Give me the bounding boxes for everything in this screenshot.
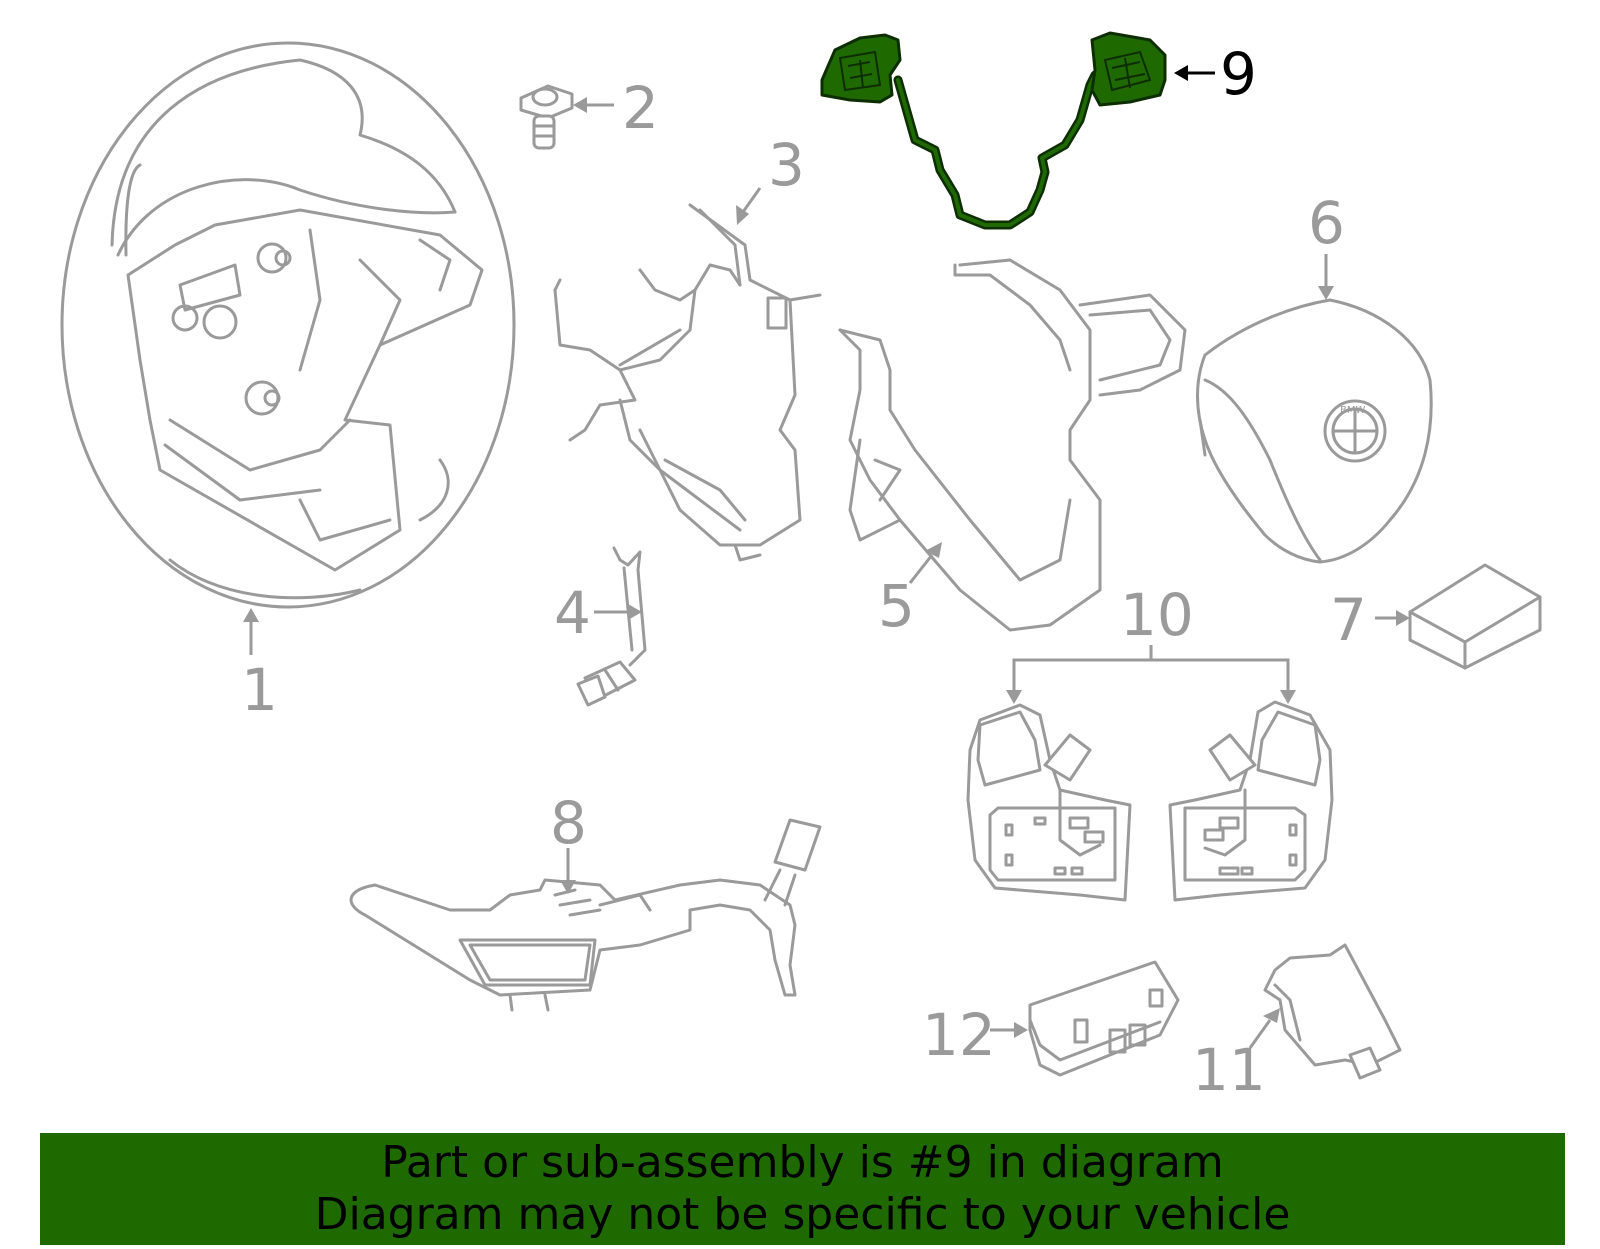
callout-1: 1 <box>241 656 278 724</box>
callout-10: 10 <box>1120 581 1194 649</box>
part-7-control-module[interactable] <box>1408 563 1542 670</box>
part-2-bolt[interactable] <box>519 84 574 150</box>
part-12-control-unit[interactable] <box>1028 960 1180 1077</box>
callout-9: 9 <box>1220 40 1257 108</box>
part-9-steering-wheel-switches[interactable] <box>820 31 1167 230</box>
part-1-steering-wheel[interactable] <box>60 41 516 609</box>
banner-line-2: Diagram may not be specific to your vehi… <box>314 1189 1291 1240</box>
part-3-wiring-harness[interactable] <box>553 203 822 562</box>
part-10-switch-pair[interactable] <box>966 700 1334 902</box>
bmw-logo-text: BMW <box>1340 405 1365 416</box>
callout-4: 4 <box>554 579 591 647</box>
callout-5: 5 <box>878 572 915 640</box>
callout-11: 11 <box>1192 1036 1266 1104</box>
banner-line-1: Part or sub-assembly is #9 in diagram <box>381 1137 1224 1188</box>
callout-12: 12 <box>922 1001 996 1069</box>
callout-2: 2 <box>622 74 659 142</box>
part-5-trim-cover[interactable] <box>838 258 1187 632</box>
part-4-sensor[interactable] <box>576 546 647 707</box>
callout-8: 8 <box>550 789 587 857</box>
callout-7: 7 <box>1330 586 1367 654</box>
part-8-switch-cluster[interactable] <box>349 818 822 1012</box>
part-11-bracket-module[interactable] <box>1263 943 1402 1080</box>
info-banner: Part or sub-assembly is #9 in diagram Di… <box>40 1133 1565 1245</box>
callout-3: 3 <box>768 131 805 199</box>
part-6-airbag[interactable]: BMW <box>1196 298 1433 564</box>
callout-6: 6 <box>1308 189 1345 257</box>
